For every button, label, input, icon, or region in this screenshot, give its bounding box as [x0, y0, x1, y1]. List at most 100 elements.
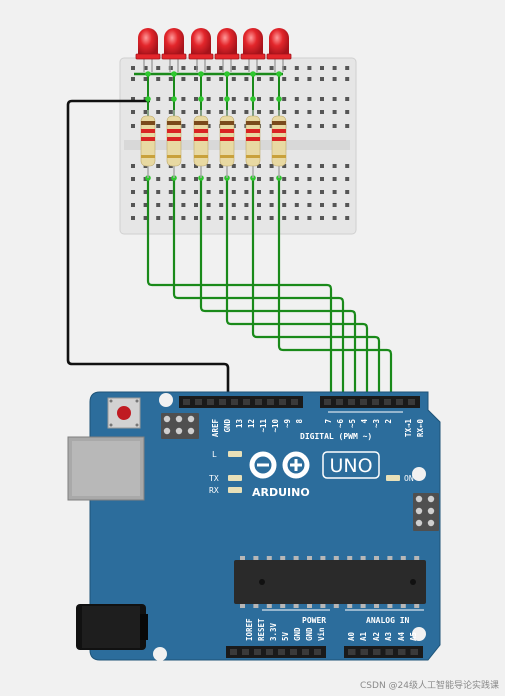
breadboard-hole — [269, 164, 274, 168]
breadboard-hole — [269, 124, 274, 128]
chip-pin — [240, 602, 245, 608]
header-pin — [336, 399, 343, 405]
breadboard-hole — [257, 190, 261, 194]
breadboard-hole — [282, 110, 287, 114]
breadboard-hole — [345, 110, 350, 114]
icsp-pin — [175, 415, 183, 423]
breadboard-hole — [181, 216, 186, 220]
wire-node — [171, 71, 177, 77]
led — [135, 28, 161, 72]
led-label-rx: RX — [209, 486, 219, 495]
mounting-hole — [412, 467, 426, 481]
pin-label: 5V — [281, 631, 290, 641]
breadboard-hole — [131, 216, 135, 220]
signal-wire — [172, 176, 345, 404]
breadboard-hole — [345, 77, 350, 81]
resistor-band — [272, 121, 286, 125]
breadboard-hole — [143, 110, 148, 114]
power-label: POWER — [302, 616, 326, 625]
breadboard-hole — [320, 124, 324, 128]
breadboard-hole — [194, 66, 198, 70]
pin-label: ~3 — [372, 419, 381, 429]
breadboard-hole — [282, 77, 287, 81]
breadboard-hole — [269, 190, 274, 194]
breadboard-hole — [257, 177, 261, 181]
icsp-pin — [415, 507, 423, 515]
breadboard-hole — [219, 190, 224, 194]
breadboard-hole — [345, 216, 350, 220]
breadboard-hole — [131, 177, 135, 181]
breadboard-hole — [131, 203, 135, 207]
breadboard-hole — [206, 97, 211, 101]
resistor-band — [194, 121, 208, 125]
wire-node — [250, 71, 256, 77]
breadboard-hole — [307, 66, 312, 70]
breadboard-hole — [320, 164, 324, 168]
breadboard-hole — [156, 110, 161, 114]
breadboard-hole — [194, 110, 198, 114]
breadboard-hole — [219, 216, 224, 220]
chip-pin — [347, 602, 353, 608]
pin-label: 3.3V — [269, 622, 278, 641]
chip-pin — [253, 602, 259, 608]
brand-text: ARDUINO — [252, 486, 310, 499]
breadboard-hole — [332, 66, 337, 70]
digital-header-left[interactable] — [179, 396, 303, 408]
breadboard-hole — [231, 177, 236, 181]
breadboard-hole — [156, 124, 161, 128]
breadboard-hole — [282, 97, 287, 101]
analog-label: ANALOG IN — [366, 616, 410, 625]
breadboard-hole — [332, 177, 337, 181]
breadboard-hole — [345, 164, 350, 168]
breadboard-hole — [282, 203, 287, 207]
breadboard-hole — [194, 164, 198, 168]
icsp-pin — [175, 427, 183, 435]
breadboard-hole — [244, 77, 249, 81]
breadboard-hole — [320, 110, 324, 114]
breadboard-hole — [219, 203, 224, 207]
breadboard-hole — [131, 77, 135, 81]
breadboard-hole — [219, 77, 224, 81]
led-rim — [135, 53, 161, 60]
breadboard-hole — [156, 203, 161, 207]
breadboard-hole — [269, 110, 274, 114]
breadboard-hole — [156, 66, 161, 70]
resistor-band — [194, 137, 208, 141]
pin-label: AREF — [211, 419, 220, 438]
pin-label: 12 — [247, 419, 256, 428]
pin-label: 7 — [324, 419, 333, 424]
breadboard-hole — [231, 66, 236, 70]
resistor — [219, 110, 235, 178]
pin-label: Vin — [317, 627, 326, 641]
breadboard-hole — [257, 110, 261, 114]
pin-label: A4 — [397, 631, 406, 641]
chip-pin — [280, 556, 286, 562]
signal-wire — [251, 176, 381, 404]
header-pin — [279, 399, 286, 405]
reset-button[interactable] — [107, 397, 141, 429]
header-pin — [230, 649, 237, 655]
model-text: UNO — [329, 455, 372, 477]
header-pin — [396, 399, 403, 405]
chip-pin — [320, 556, 326, 562]
header-pin — [267, 399, 274, 405]
breadboard-hole — [244, 97, 249, 101]
breadboard-hole — [320, 203, 324, 207]
analog-header[interactable] — [344, 646, 423, 658]
breadboard-hole — [307, 177, 312, 181]
header-pin — [360, 649, 368, 655]
breadboard-hole — [156, 77, 161, 81]
resistor — [193, 110, 209, 178]
pin-label: A0 — [347, 631, 356, 641]
resistor — [245, 110, 261, 178]
breadboard-hole — [181, 124, 186, 128]
pin-label: RX←0 — [416, 419, 425, 438]
header-pin — [373, 649, 381, 655]
chip-pin — [360, 556, 366, 562]
digital-header-right[interactable] — [320, 396, 420, 408]
power-header[interactable] — [226, 646, 326, 658]
icsp-pin — [187, 427, 195, 435]
header-pin — [266, 649, 273, 655]
